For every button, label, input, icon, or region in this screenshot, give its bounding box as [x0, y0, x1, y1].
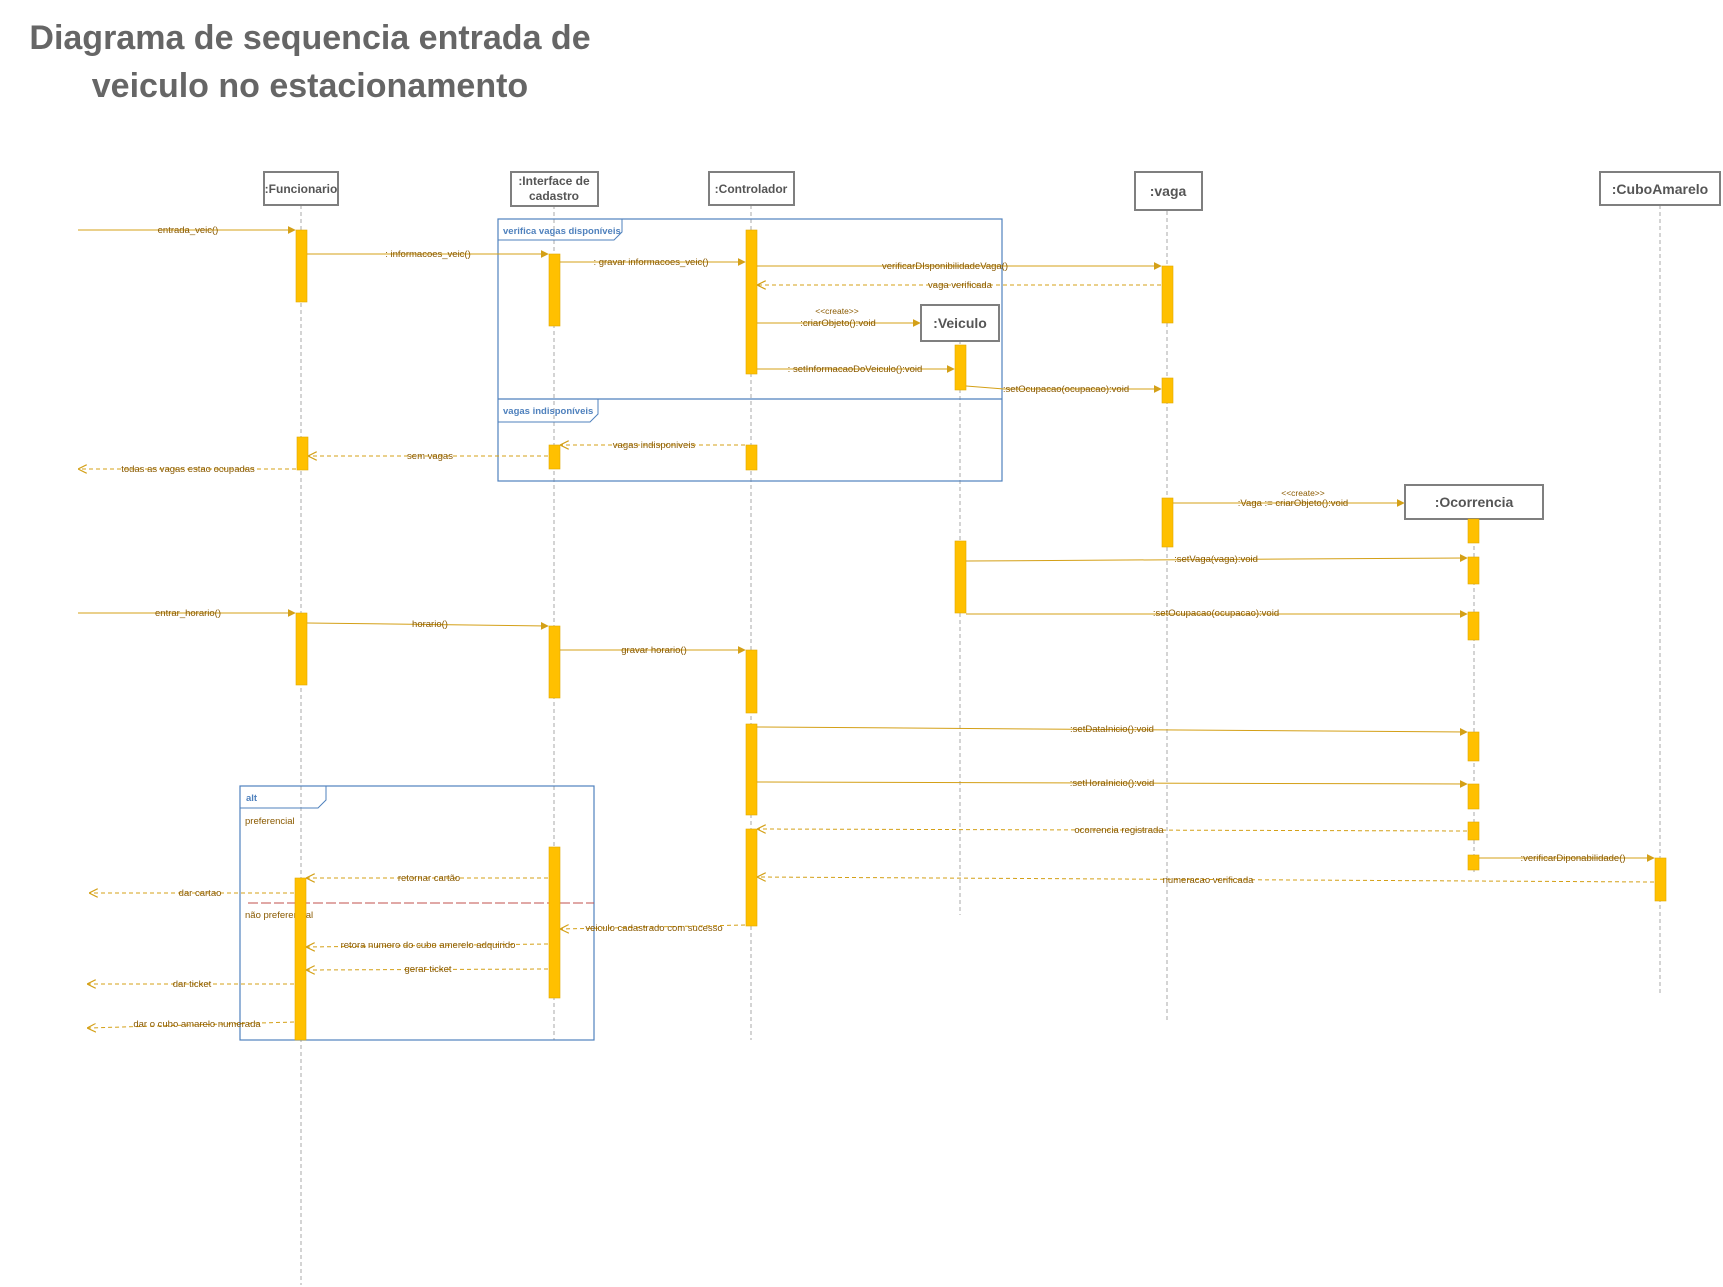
- msg-retornar-cartao: retornar cartão: [398, 873, 460, 884]
- participant-ocorrencia[interactable]: :Ocorrencia: [1404, 484, 1544, 520]
- stereotype-create-veiculo: <<create>>: [815, 306, 859, 316]
- msg-set-ocupacao-2: :setOcupacao(ocupacao):void: [1153, 608, 1279, 619]
- activation-veiculo-2: [954, 540, 967, 614]
- msg-gerar-ticket: gerar ticket: [405, 964, 452, 975]
- msg-line-retora-numero: [307, 944, 549, 947]
- participant-interface-label-1: :Interface de: [518, 174, 590, 188]
- msg-vaga-verificada: vaga verificada: [928, 280, 993, 291]
- msg-todas-ocupadas: todas as vagas estao ocupadas: [121, 464, 255, 475]
- msg-entrar-horario: entrar_horario(): [155, 608, 221, 619]
- frame-alt: alt preferencial não preferencial: [239, 785, 595, 1041]
- stereotype-create-ocorrencia: <<create>>: [1281, 488, 1325, 498]
- activation-ocorrencia-4: [1467, 731, 1480, 762]
- participant-vaga-label: :vaga: [1150, 183, 1187, 199]
- activation-controlador-1: [745, 229, 758, 375]
- participant-funcionario-label: :Funcionario: [265, 182, 338, 196]
- activation-ocorrencia-6: [1467, 821, 1480, 841]
- activation-controlador-5: [745, 828, 758, 927]
- msg-horario: horario(): [412, 619, 448, 630]
- participant-controlador[interactable]: :Controlador: [708, 171, 795, 206]
- msg-verificar-diponabilidade: :verificarDiponabilidade(): [1520, 853, 1625, 864]
- activation-ocorrencia-7: [1467, 854, 1480, 871]
- activation-ocorrencia-5: [1467, 783, 1480, 810]
- activation-funcionario-4: [294, 877, 307, 1041]
- activation-vaga-3: [1161, 497, 1174, 548]
- participant-vaga[interactable]: :vaga: [1134, 171, 1203, 211]
- participant-veiculo-label: :Veiculo: [933, 315, 987, 331]
- participant-cubo-label: :CuboAmarelo: [1612, 181, 1708, 197]
- msg-sem-vagas: sem vagas: [407, 451, 453, 462]
- msg-line-ocorrencia-registrada: [758, 829, 1468, 831]
- participant-veiculo[interactable]: :Veiculo: [920, 304, 1000, 342]
- participant-cubo[interactable]: :CuboAmarelo: [1599, 171, 1721, 206]
- participant-funcionario[interactable]: :Funcionario: [263, 171, 339, 206]
- message-lines: [78, 226, 1655, 1028]
- activation-interface-2: [548, 444, 561, 470]
- msg-line-set-data-inicio: [756, 726, 1468, 736]
- participant-interface-label-2: cadastro: [529, 189, 579, 203]
- msg-set-ocupacao-1: :setOcupacao(ocupacao):void: [1003, 384, 1129, 395]
- msg-set-hora-inicio: :setHoraInicio():void: [1070, 778, 1154, 789]
- activation-ocorrencia-1: [1467, 518, 1480, 544]
- activation-interface-3: [548, 625, 561, 699]
- message-labels: entrada_veic() : informacoes_veic() : gr…: [121, 225, 1625, 1030]
- msg-dar-ticket: dar ticket: [173, 979, 212, 990]
- participant-controlador-label: :Controlador: [715, 182, 788, 196]
- msg-vaga-criar-objeto: :Vaga := criarObjeto():void: [1238, 498, 1348, 509]
- msg-dar-cartao: dar cartao: [179, 888, 222, 899]
- activation-controlador-4: [745, 723, 758, 816]
- msg-line-set-ocupacao-1: [965, 385, 1162, 393]
- activations: [294, 229, 1667, 1041]
- frame-verifica-vagas: verifica vagas disponíveis vagas indispo…: [497, 218, 1003, 482]
- msg-set-data-inicio: :setDataInicio():void: [1070, 724, 1154, 735]
- activation-funcionario-3: [295, 612, 308, 686]
- msg-line-numeracao-verificada: [758, 877, 1655, 883]
- msg-line-veiculo-cadastrado: [561, 925, 746, 929]
- msg-line-horario: [306, 621, 549, 630]
- diagram-title: Diagrama de sequencia entrada de veiculo…: [0, 14, 620, 110]
- activation-veiculo-1: [954, 344, 967, 391]
- participant-interface[interactable]: :Interface de cadastro: [510, 171, 599, 207]
- msg-vagas-indisponiveis: vagas indisponiveis: [613, 440, 696, 451]
- lifelines: [300, 205, 1661, 1285]
- guard-preferencial: preferencial: [245, 816, 295, 827]
- activation-funcionario-1: [295, 229, 308, 303]
- msg-retora-numero: retora numero do cubo amerelo adquirido: [341, 940, 516, 951]
- msg-dar-cubo: dar o cubo amarelo numerada: [133, 1019, 261, 1030]
- frame-verifica-label: verifica vagas disponíveis: [503, 226, 621, 237]
- msg-veiculo-cadastrado: veiculo cadastrado com sucesso: [585, 923, 722, 934]
- activation-controlador-3: [745, 649, 758, 714]
- msg-line-gerar-ticket: [307, 969, 549, 970]
- activation-funcionario-2: [296, 436, 309, 471]
- activation-interface-4: [548, 846, 561, 999]
- activation-cubo-1: [1654, 857, 1667, 902]
- guard-nao-preferencial: não preferencial: [245, 910, 313, 921]
- msg-informacoes-veic: : informacoes_veic(): [385, 249, 471, 260]
- msg-line-dar-cubo: [88, 1021, 295, 1028]
- msg-set-informacao: : setInformacaoDoVeiculo():void: [788, 364, 923, 375]
- msg-set-vaga: :setVaga(vaga):void: [1174, 554, 1258, 565]
- msg-criar-objeto: :criarObjeto():void: [800, 318, 876, 329]
- msg-ocorrencia-registrada: ocorrencia registrada: [1074, 825, 1164, 836]
- activation-interface-1: [548, 253, 561, 327]
- msg-gravar-horario: gravar horario(): [621, 645, 686, 656]
- activation-ocorrencia-2: [1467, 556, 1480, 585]
- msg-line-set-hora-inicio: [756, 779, 1468, 788]
- participant-ocorrencia-label: :Ocorrencia: [1435, 494, 1514, 510]
- frame-alt-label: alt: [246, 793, 258, 804]
- msg-gravar-informacoes: : gravar informacoes_veic(): [593, 257, 708, 268]
- frame-indisponiveis-label: vagas indisponíveis: [503, 406, 593, 417]
- title-line-2: veiculo no estacionamento: [91, 67, 529, 105]
- msg-entrada-veic: entrada_veic(): [158, 225, 219, 236]
- activation-vaga-1: [1161, 265, 1174, 324]
- title-line-1: Diagrama de sequencia entrada de: [29, 19, 591, 57]
- activation-controlador-2: [745, 444, 758, 471]
- activation-ocorrencia-3: [1467, 611, 1480, 641]
- msg-verificar-disp: verificarDIsponibilidadeVaga(): [882, 261, 1008, 272]
- activation-vaga-2: [1161, 377, 1174, 404]
- msg-line-set-vaga: [965, 554, 1468, 563]
- msg-numeracao-verificada: numeracao verificada: [1163, 875, 1255, 886]
